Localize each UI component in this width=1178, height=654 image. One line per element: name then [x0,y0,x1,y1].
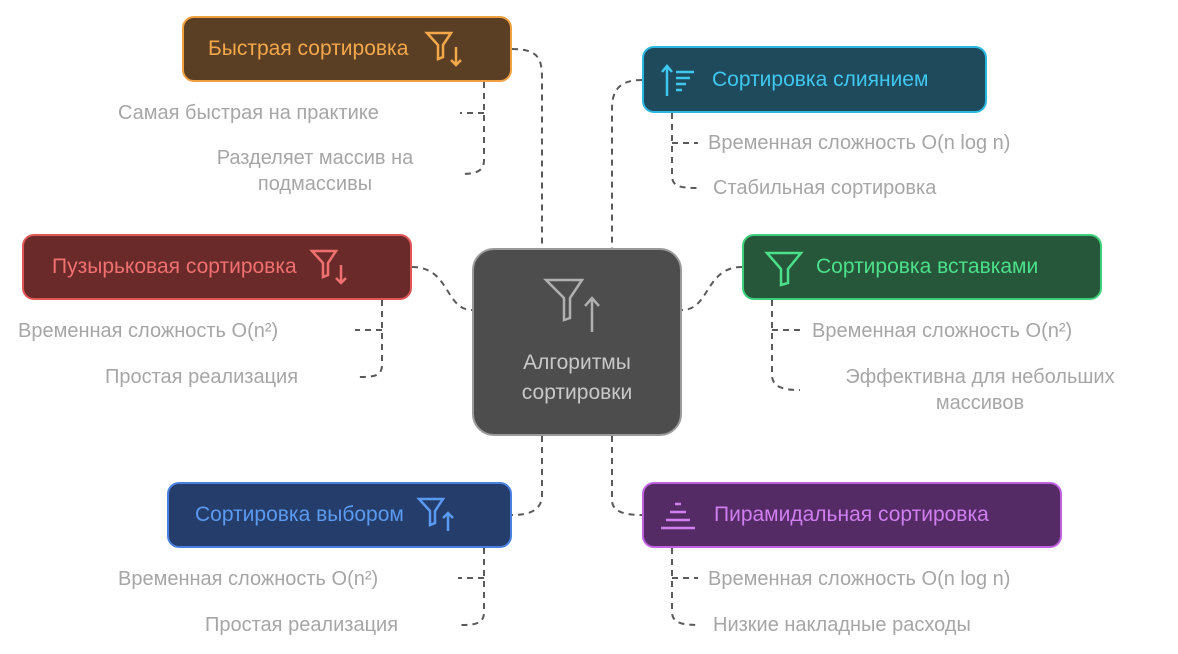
center-node[interactable]: Алгоритмы сортировки [472,248,682,436]
center-label: Алгоритмы сортировки [521,351,633,404]
node-quick-sort[interactable]: Быстрая сортировка [182,16,512,82]
leaf-text: Временная сложность O(n log n) [708,568,1011,590]
leaf-text: Простая реализация [205,614,399,636]
leaf-text: Временная сложность O(n²) [18,320,279,342]
leaf-text: Стабильная сортировка [713,177,937,199]
filter-icon [764,251,804,287]
filter-up-icon [416,497,454,531]
leaf-text: Эффективна для небольших массивов [845,366,1115,414]
sort-lines-icon [661,63,694,96]
node-heap-sort[interactable]: Пирамидальная сортировка [642,482,1062,548]
node-bubble-sort[interactable]: Пузырьковая сортировка [22,234,412,300]
node-label: Пирамидальная сортировка [714,503,989,526]
node-insertion-sort[interactable]: Сортировка вставками [742,234,1102,300]
node-label: Сортировка вставками [816,255,1039,278]
node-label: Быстрая сортировка [208,37,409,60]
leaf-text: Простая реализация [105,366,299,388]
filter-down-icon [424,31,463,67]
node-selection-sort[interactable]: Сортировка выбором [167,482,512,548]
node-label: Сортировка слиянием [712,67,929,91]
node-label: Пузырьковая сортировка [52,255,297,278]
leaf-text: Низкие накладные расходы [713,614,971,636]
filter-up-icon [542,278,600,332]
node-label: Сортировка выбором [195,503,404,526]
leaf-text: Временная сложность O(n log n) [708,132,1011,154]
filter-down-icon [308,249,347,285]
node-merge-sort[interactable]: Сортировка слиянием [642,46,987,113]
leaf-text: Временная сложность O(n²) [118,568,379,590]
leaf-text: Временная сложность O(n²) [812,320,1073,342]
leaf-text: Разделяет массив на подмассивы [216,147,414,195]
pyramid-icon [661,502,695,530]
leaf-text: Самая быстрая на практике [118,102,379,124]
